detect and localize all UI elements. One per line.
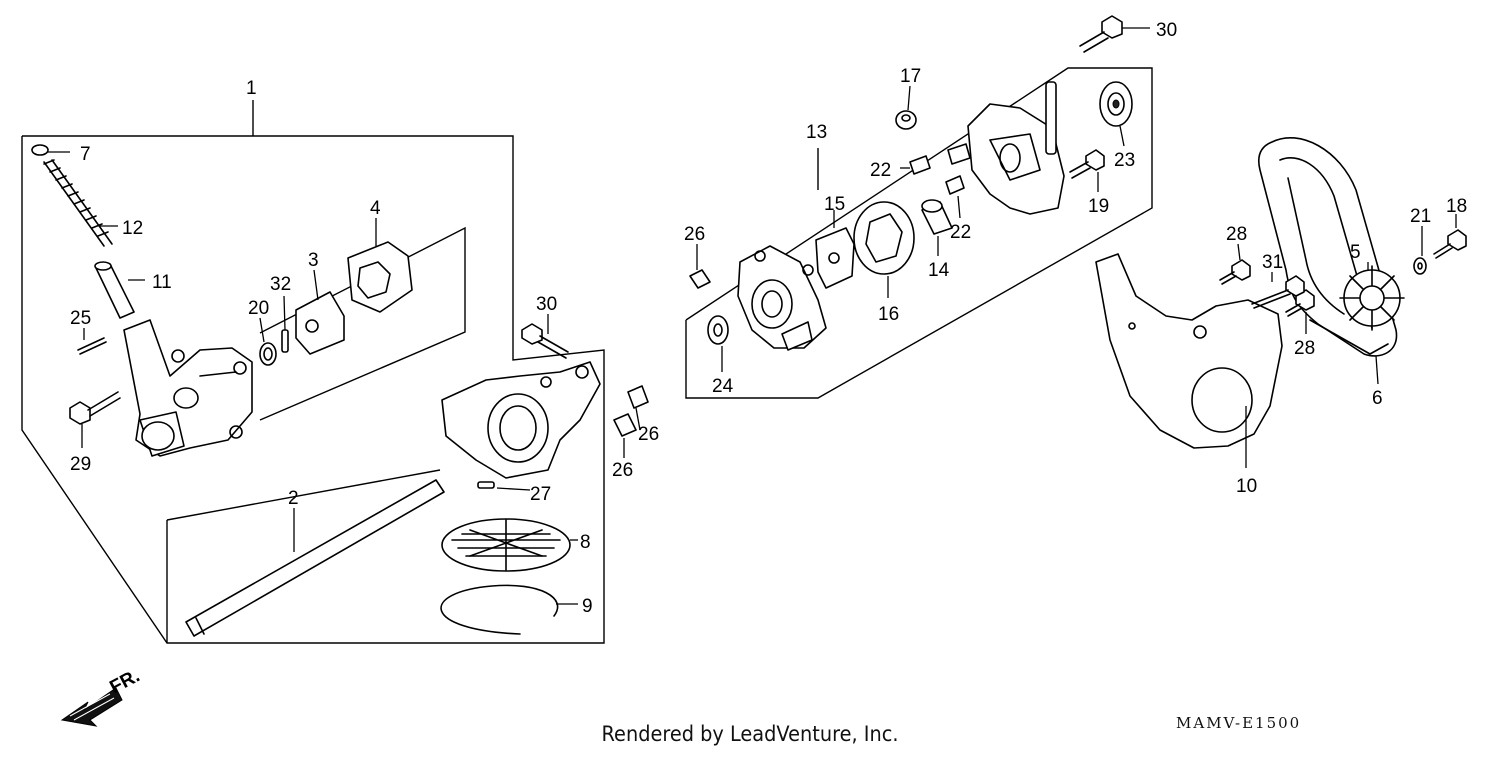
part-11-sleeve [94, 261, 135, 319]
callout-24: 24 [712, 376, 734, 397]
part-24-seal [707, 315, 729, 345]
part-31-bolt [1251, 275, 1305, 309]
callout-17: 17 [900, 66, 921, 87]
callout-27: 27 [530, 484, 551, 505]
part-12-spring [43, 159, 113, 247]
pump-housing-lower [441, 361, 601, 479]
callout-4: 4 [370, 198, 381, 219]
callout-13: 13 [806, 122, 827, 143]
callout-7: 7 [80, 144, 91, 165]
callout-28b: 28 [1294, 338, 1315, 359]
callout-26a: 26 [638, 424, 659, 445]
callout-3: 3 [308, 250, 319, 271]
part-28-bolts [1219, 259, 1315, 317]
part-20-seal [259, 342, 277, 366]
callout-numbers: 1 2 3 4 5 6 7 8 9 10 11 12 13 14 15 16 1… [70, 20, 1467, 617]
part-26-dowel-mid [689, 269, 711, 289]
part-5-sprocket [1339, 265, 1405, 331]
part-27-dowel [477, 481, 495, 489]
assembly-1-frame [21, 100, 605, 644]
callout-20: 20 [248, 298, 269, 319]
front-direction-arrow: FR. [60, 666, 143, 727]
leader-lines [48, 27, 1457, 605]
part-17-collar [895, 110, 917, 130]
callout-28a: 28 [1226, 224, 1247, 245]
callout-6: 6 [1372, 388, 1383, 409]
callout-12: 12 [122, 218, 143, 239]
callout-19: 19 [1088, 196, 1109, 217]
callout-30a: 30 [536, 294, 557, 315]
callout-9: 9 [582, 596, 593, 617]
part-14-valve [921, 199, 953, 235]
callout-8: 8 [580, 532, 591, 553]
callout-1: 1 [246, 78, 257, 99]
callout-26b: 26 [612, 460, 633, 481]
pump-housing-left [123, 319, 253, 457]
callout-5: 5 [1350, 242, 1361, 263]
part-30-bolt-right [1079, 15, 1123, 53]
part-4-outer-rotor [347, 241, 413, 313]
part-7-cap [31, 144, 49, 156]
drawing-code: MAMV-E1500 [1176, 714, 1302, 732]
callout-21: 21 [1410, 206, 1431, 227]
part-25-pin [77, 337, 107, 355]
part-18-bolt [1433, 229, 1467, 259]
callout-29: 29 [70, 454, 91, 475]
part-2-shaft [185, 479, 445, 637]
callout-22a: 22 [870, 160, 891, 181]
callout-16: 16 [878, 304, 899, 325]
part-21-washer [1413, 257, 1427, 275]
callout-15: 15 [824, 194, 845, 215]
part-9-circlip [440, 584, 559, 635]
part-8-strainer [441, 518, 571, 572]
callout-23: 23 [1114, 150, 1135, 171]
part-19-bolt [1069, 149, 1105, 179]
pump-body-upper [947, 81, 1065, 215]
part-10-chain-guide [1095, 253, 1283, 449]
callout-32: 32 [270, 274, 291, 295]
callout-11: 11 [152, 272, 172, 293]
part-26-dowels-left [613, 385, 649, 437]
callout-10: 10 [1236, 476, 1257, 497]
pump-cover-middle [737, 245, 827, 351]
part-22-dowels [909, 155, 965, 195]
callout-26c: 26 [684, 224, 705, 245]
callout-31: 31 [1262, 252, 1283, 273]
callout-18: 18 [1446, 196, 1467, 217]
part-16-outer-rotor [853, 201, 915, 275]
part-32-pin [281, 329, 289, 353]
callout-2: 2 [288, 488, 299, 509]
callout-14: 14 [928, 260, 950, 281]
part-23-bearing [1099, 81, 1133, 127]
callout-30b: 30 [1156, 20, 1177, 41]
part-29-bolt [69, 391, 121, 425]
callout-25: 25 [70, 308, 91, 329]
part-3-inner-rotor [295, 291, 345, 355]
part-30-bolt-left [521, 323, 569, 359]
callout-22b: 22 [950, 222, 971, 243]
assembly-13-frame [685, 67, 1153, 399]
footer-credit: Rendered by LeadVenture, Inc. [601, 722, 899, 746]
part-15-inner-rotor [815, 227, 855, 289]
